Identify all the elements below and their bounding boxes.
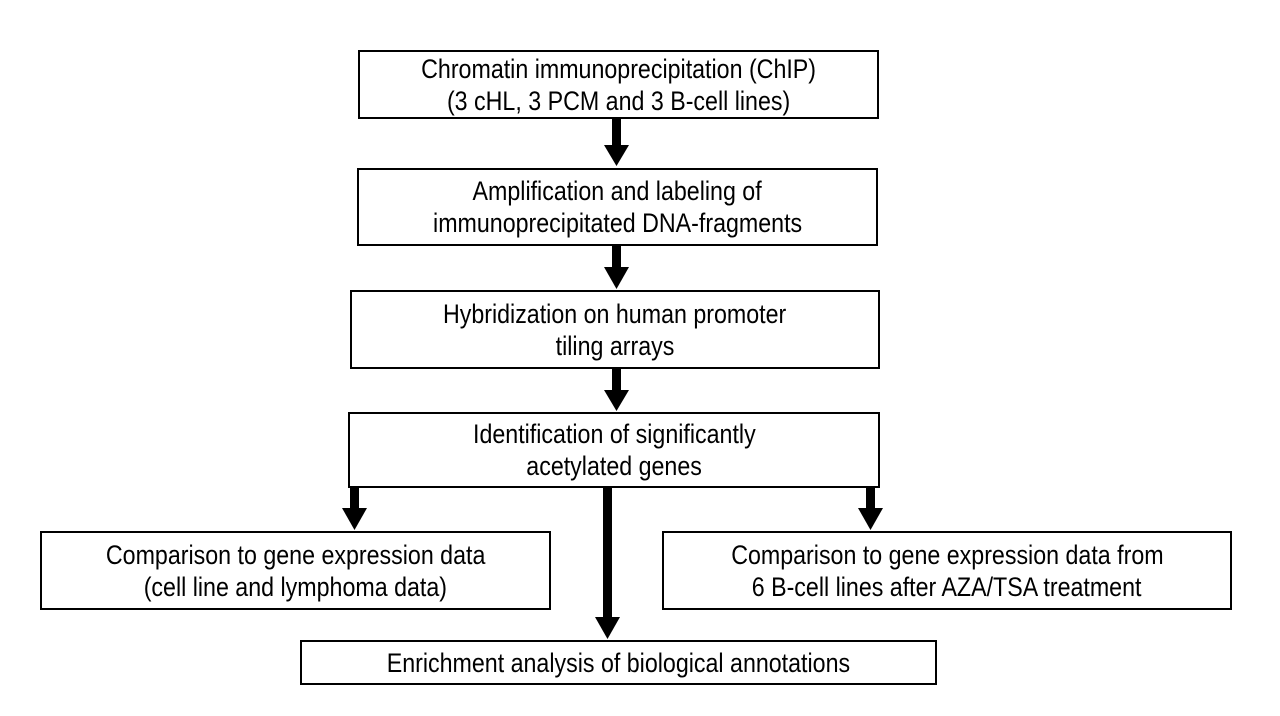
step-identification-line2: acetylated genes <box>526 451 702 481</box>
step-chip-line2: (3 cHL, 3 PCM and 3 B-cell lines) <box>446 85 791 116</box>
step-comparison-left-box: Comparison to gene expression data (cell… <box>40 531 551 610</box>
step-comparison-right-box: Comparison to gene expression data from … <box>662 531 1232 610</box>
step-amplification-box: Amplification and labeling of immunoprec… <box>357 168 878 246</box>
step-chip-box: Chromatin immunoprecipitation (ChIP) (3 … <box>358 50 879 119</box>
step-comparison-left-line2: (cell line and lymphoma data) <box>143 571 448 602</box>
arrow-identification-to-left-comparison <box>342 486 367 530</box>
step-hybridization-line2: tiling arrays <box>555 330 675 361</box>
step-amplification-line2: immunoprecipitated DNA-fragments <box>432 208 803 238</box>
step-enrichment-line1: Enrichment analysis of biological annota… <box>386 647 851 678</box>
arrow-identification-to-enrichment <box>595 486 620 639</box>
arrow-chip-to-amplification <box>604 117 629 166</box>
step-comparison-right-line1: Comparison to gene expression data from <box>730 539 1164 570</box>
arrow-identification-to-right-comparison <box>858 486 883 530</box>
step-hybridization-box: Hybridization on human promoter tiling a… <box>350 290 880 369</box>
step-chip-line1: Chromatin immunoprecipitation (ChIP) <box>421 53 816 84</box>
step-comparison-left-line1: Comparison to gene expression data <box>105 539 486 570</box>
step-hybridization-line1: Hybridization on human promoter <box>443 298 787 329</box>
arrow-hybridization-to-identification <box>604 368 629 411</box>
step-identification-box: Identification of significantly acetylat… <box>348 412 880 488</box>
step-enrichment-box: Enrichment analysis of biological annota… <box>300 640 937 685</box>
step-identification-line1: Identification of significantly <box>472 419 756 449</box>
arrow-amplification-to-hybridization <box>604 245 629 289</box>
step-comparison-right-line2: 6 B-cell lines after AZA/TSA treatment <box>752 571 1142 602</box>
step-amplification-line1: Amplification and labeling of <box>472 176 763 206</box>
